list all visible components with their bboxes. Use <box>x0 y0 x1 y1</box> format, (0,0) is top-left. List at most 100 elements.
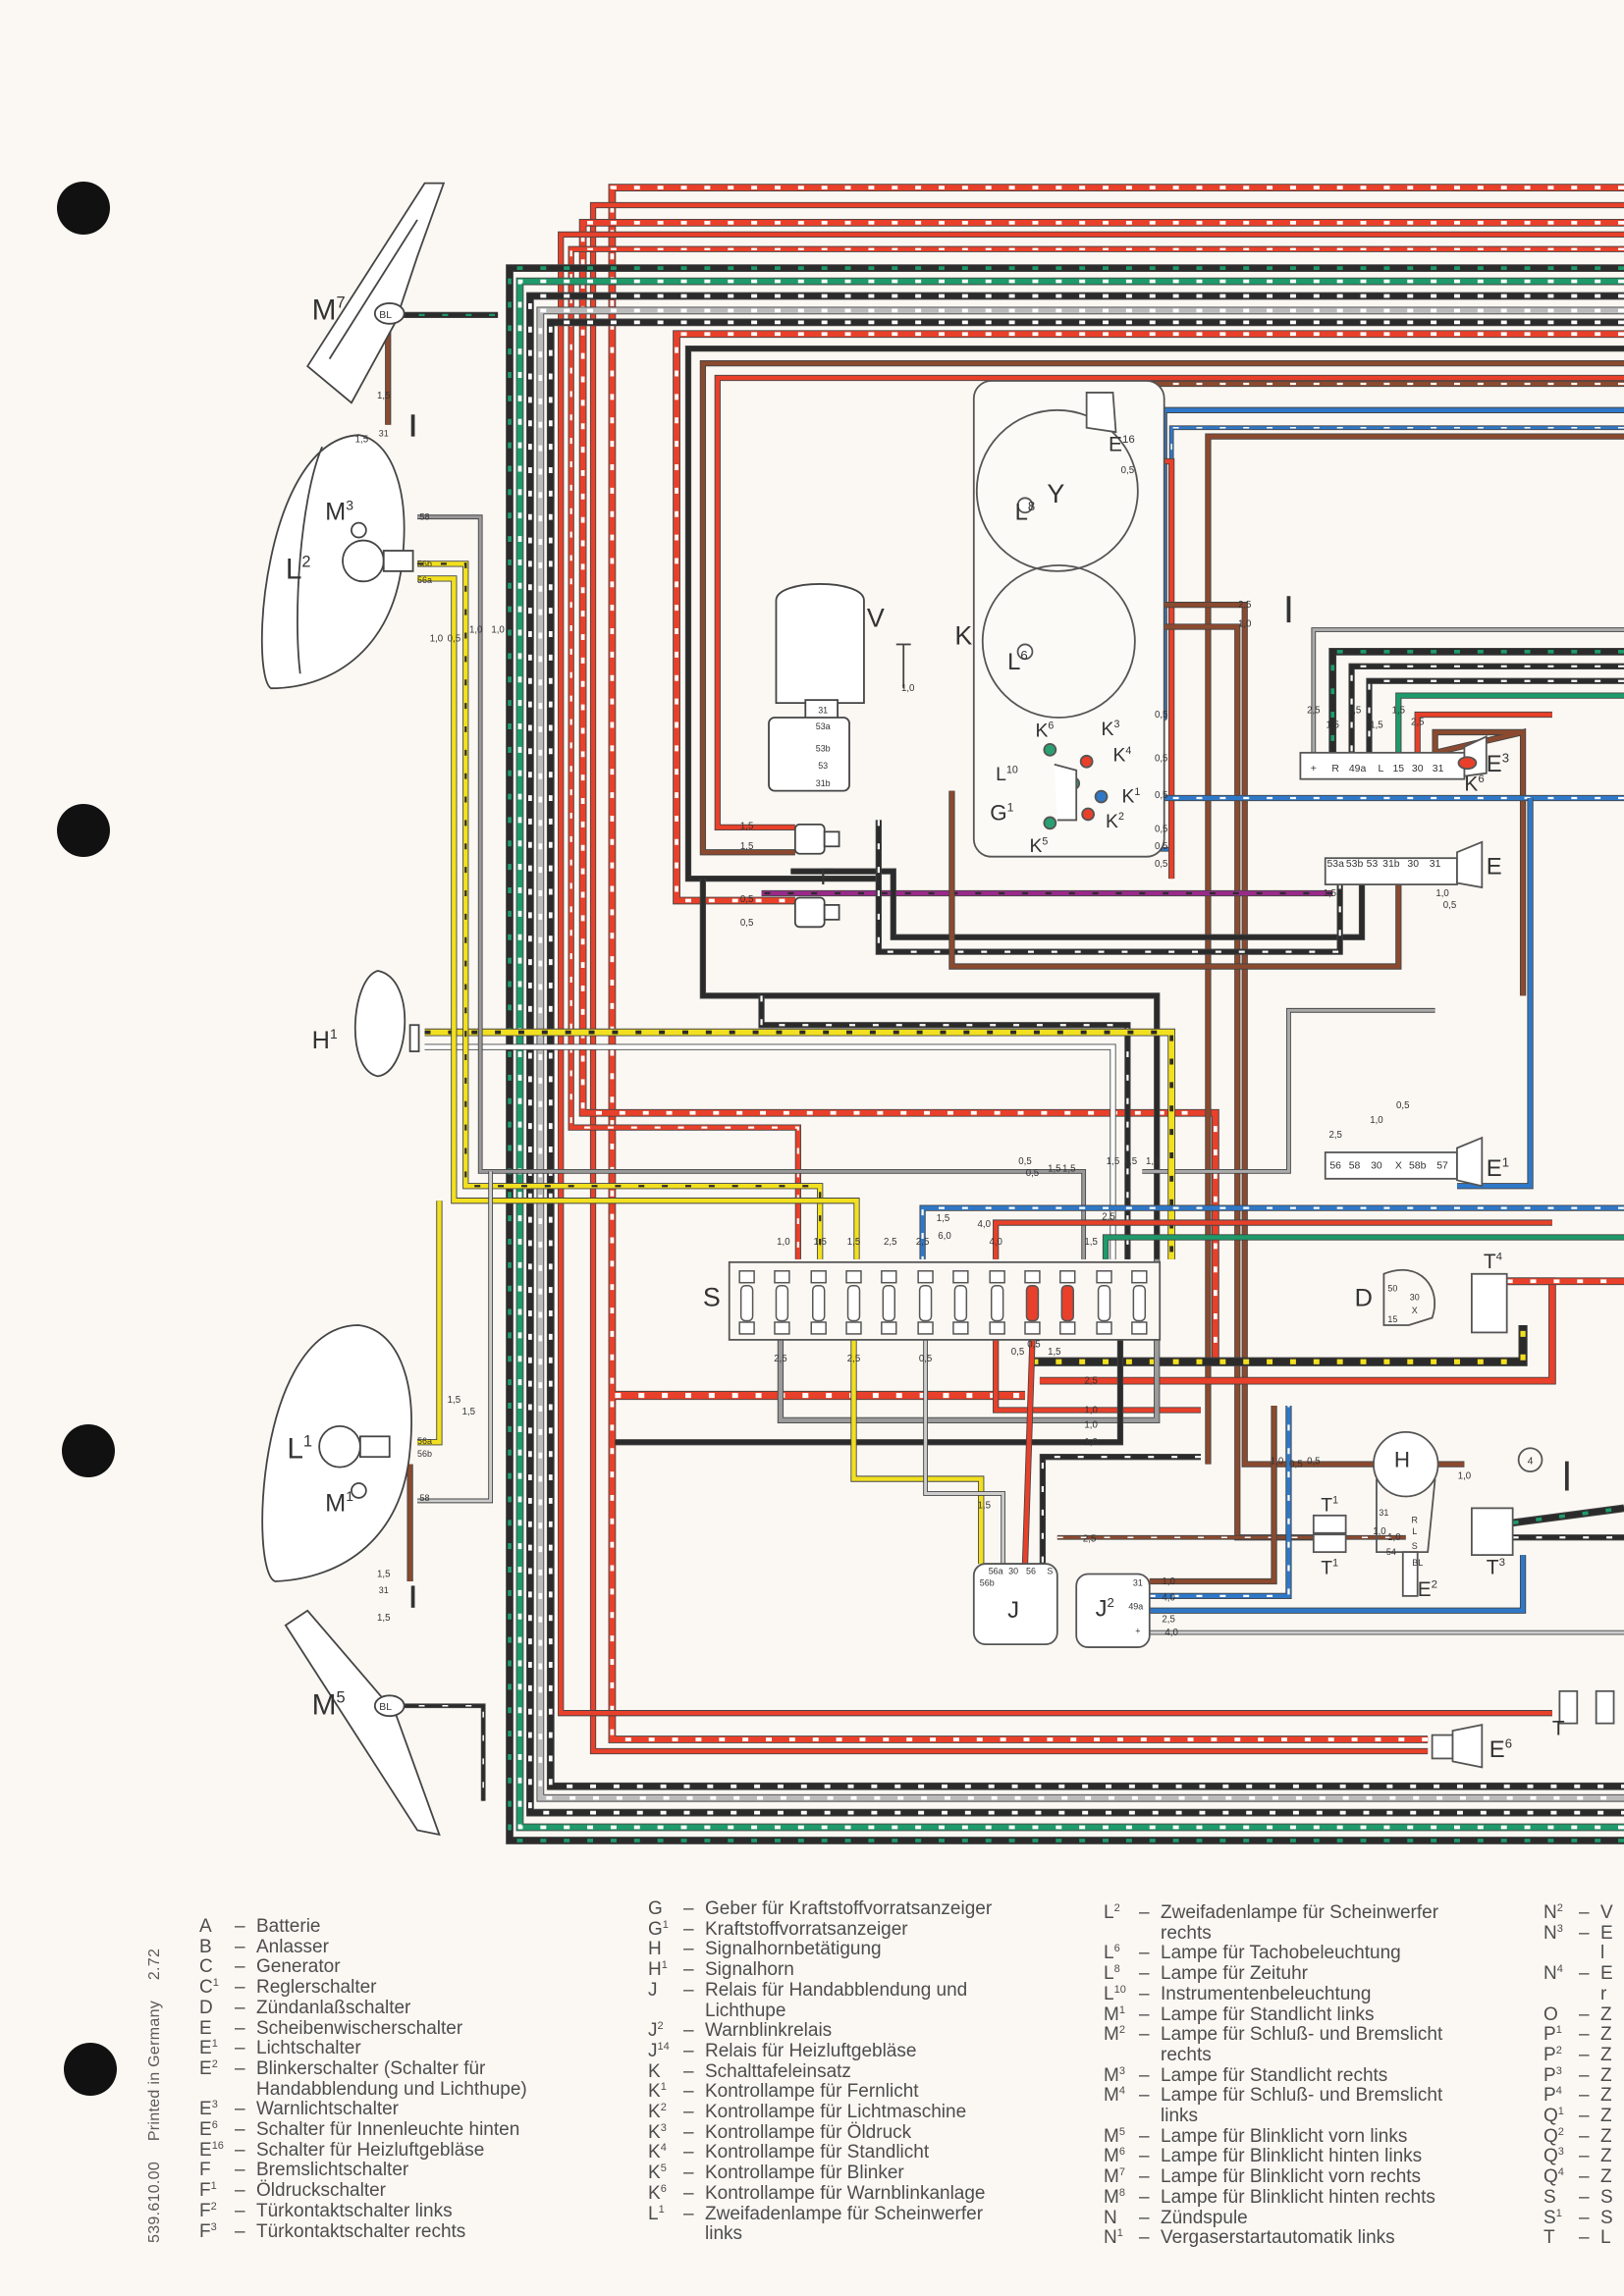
legend-key: M5 <box>1104 2125 1125 2147</box>
fuse-terminal <box>989 1321 1005 1335</box>
wire-gauge-label: 4,0 <box>1162 1592 1175 1603</box>
legend-key: L1 <box>648 2203 665 2224</box>
label-base: S <box>703 1283 721 1312</box>
legend-entry: Handabblendung und Lichthupe) <box>199 2079 527 2101</box>
terminal-label-e3: + <box>1311 764 1317 774</box>
legend-dash: – <box>683 2060 694 2082</box>
legend-key-sup: 3 <box>210 2220 217 2233</box>
legend-entry: E6–Schalter für Innenleuchte hinten <box>199 2119 527 2141</box>
fuse-terminal <box>738 1270 755 1284</box>
legend-dash: – <box>683 2081 694 2103</box>
label-sup: 1 <box>330 1026 338 1041</box>
label-base: M <box>325 499 346 526</box>
legend-dash: – <box>683 2040 694 2061</box>
legend-key-sup: 3 <box>211 2099 218 2111</box>
legend-entry: r <box>1543 1984 1613 2005</box>
component-label-bl_top: BL <box>379 310 392 321</box>
legend-dash: – <box>1139 2146 1150 2167</box>
label-sup: 1 <box>1134 786 1140 798</box>
fuse-terminal <box>1096 1321 1112 1335</box>
terminal-label-e1: X <box>1395 1160 1402 1171</box>
terminal-label-ground: 31 <box>379 1585 389 1595</box>
component-label-k2: K2 <box>1106 811 1124 832</box>
label-sup: 1 <box>1007 800 1014 814</box>
legend-key: N4 <box>1543 1963 1563 1985</box>
wire-gauge-label: 1,5 <box>740 841 753 852</box>
legend-key: M8 <box>1104 2186 1125 2208</box>
headlamp-right-L2 <box>260 434 414 690</box>
fuse-terminal <box>881 1270 897 1284</box>
legend-key-sup: 2 <box>211 2057 218 2070</box>
fuse <box>811 1284 826 1322</box>
wire-outline <box>1149 1405 1277 1585</box>
terminal-label-e3: 49a <box>1349 764 1367 774</box>
legend-entry: M6–Lampe für Blinklicht hinten links <box>1104 2147 1442 2167</box>
legend-text: Z <box>1600 2085 1612 2107</box>
component-label-k6: K6 <box>1035 720 1054 741</box>
legend-key: K5 <box>648 2163 667 2184</box>
wire-stripe <box>1330 650 1624 753</box>
legend-text: Scheibenwischerschalter <box>256 2017 463 2039</box>
legend-dash: – <box>1579 1922 1590 1944</box>
label-base: E <box>1487 751 1502 777</box>
wire-gauge-label: 1,5 <box>1124 1156 1137 1167</box>
terminal-label-ground: 31 <box>379 429 389 439</box>
part-number: 539.610.00 <box>146 2161 163 2243</box>
component-label-k3: K3 <box>1102 719 1120 740</box>
terminal-label-h: 54 <box>1386 1547 1396 1557</box>
wire-gauge-label: 4,0 <box>989 1237 1002 1248</box>
wire-stripe <box>760 995 1129 1259</box>
legend-text: Öldruckschalter <box>256 2180 386 2202</box>
component-label-m1: M1 <box>325 1488 353 1517</box>
legend-key-sup: 8 <box>1113 1963 1120 1976</box>
legend-key: M2 <box>1104 2024 1125 2046</box>
component-label-h: H <box>1394 1448 1410 1472</box>
legend-key: N1 <box>1104 2227 1123 2249</box>
legend-key-sup: 1 <box>658 2203 665 2216</box>
fuse-box-S <box>728 1260 1162 1341</box>
legend-dash <box>1139 2107 1161 2127</box>
fuse-terminal <box>952 1321 969 1335</box>
label-base: H <box>312 1027 330 1054</box>
label-base: H <box>1394 1448 1410 1472</box>
component-label-d: D <box>1355 1285 1373 1312</box>
terminal-label-wiper: 31 <box>818 706 828 716</box>
fuse-terminal <box>774 1270 790 1284</box>
wire-gauge-label: 1,5 <box>1107 1156 1119 1167</box>
component-label-l2: L2 <box>286 553 311 585</box>
legend-entry: F1–Öldruckschalter <box>199 2180 527 2202</box>
legend-text: Lampe für Blinklicht hinten rechts <box>1161 2186 1435 2208</box>
legend-entry: K4–Kontrollampe für Standlicht <box>648 2143 992 2163</box>
legend-entry: D–Zündanlaßschalter <box>199 1998 527 2019</box>
wire-gauge-label: 0,5 <box>1155 754 1167 765</box>
wire-gauge-label: 1,5 <box>1392 706 1405 717</box>
wire-gauge-label: 1,5 <box>462 1407 475 1417</box>
legend-text: Reglerschalter <box>256 1977 377 1999</box>
wire-gauge-label: 1,5 <box>1326 720 1338 730</box>
label-base: E <box>1418 1578 1432 1601</box>
wire <box>1040 1454 1201 1565</box>
wire-gauge-label: 0,5 <box>1027 1339 1040 1350</box>
component-label-k1: K1 <box>1121 786 1140 808</box>
legend-key-sup: 1 <box>661 1959 668 1972</box>
wire-stripe <box>548 320 1624 1789</box>
component-label-l10: L10 <box>996 764 1018 785</box>
legend-dash <box>1139 2046 1161 2066</box>
component-label-e6: E6 <box>1489 1735 1512 1763</box>
fuse <box>775 1284 789 1322</box>
wire <box>1149 1405 1291 1599</box>
wire <box>920 1205 1624 1259</box>
connector-T4 <box>1470 1272 1508 1334</box>
legend-key <box>1104 2046 1139 2066</box>
label-base: T <box>1552 1718 1565 1740</box>
legend-key: S1 <box>1543 2207 1562 2228</box>
wire <box>1022 1339 1035 1565</box>
legend-text: V <box>1600 1902 1613 1923</box>
component-label-y: Y <box>1047 479 1064 508</box>
label-sup: 6 <box>1505 1735 1512 1750</box>
wire <box>1142 1008 1435 1173</box>
fuse-terminal <box>810 1321 827 1335</box>
legend-key <box>1543 1944 1579 1964</box>
legend-key-sup: 3 <box>1118 2064 1125 2077</box>
